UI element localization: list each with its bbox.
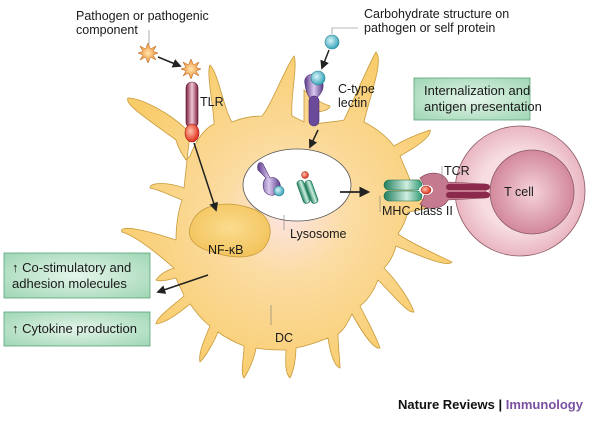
costimulatory-text-line2: adhesion molecules [12,276,127,291]
lysosome-label: Lysosome [290,227,347,241]
credit-separator: | [494,397,506,412]
carbohydrate-bound-icon [310,70,326,86]
c-type-lectin-label-line2: lectin [338,96,367,110]
t-cell-label: T cell [504,185,534,199]
tcr-label: TCR [444,164,470,178]
tlr-label: TLR [200,95,224,109]
carbohydrate-arrow [320,49,330,70]
nfkb-label: NF-κB [208,243,243,257]
pathogen-bound-icon [180,58,202,80]
costimulatory-box [3,252,151,299]
dc-label: DC [275,331,293,345]
nfkb-nucleus [189,203,271,258]
carbohydrate-label-line2: pathogen or self protein [364,21,495,35]
cytokine-text: ↑ Cytokine production [12,321,137,336]
carbohydrate-icon [324,34,340,50]
journal-name: Immunology [505,397,583,412]
internalization-box [413,77,531,121]
pathogen-icon [137,42,159,64]
publisher-name: Nature Reviews [398,397,495,412]
internalized-lectin-icon [257,162,285,197]
tlr-to-nfkb-arrow [193,142,219,212]
cytokine-box [3,311,151,347]
nfkb-to-boxes-arrow [156,274,209,294]
internalization-text-line1: Internalization and [424,83,530,98]
carbohydrate-label-line1: Carbohydrate structure on [364,7,509,21]
internalized-mhc-icon [296,171,319,204]
tlr-domain-icon [184,123,200,143]
internalization-text-line2: antigen presentation [424,99,542,114]
mhc-class-ii-complex [383,179,423,202]
costimulatory-text-line1: ↑ Co-stimulatory and [12,260,131,275]
tlr-receptor [185,81,199,129]
pathogen-label-line2: component [76,23,138,37]
carbohydrate-leader [331,27,358,34]
c-type-lectin-label-line1: C-type [338,82,375,96]
pathogen-arrow [157,56,182,68]
journal-credit: Nature Reviews | Immunology [398,397,583,412]
lectin-to-lysosome-arrow [308,129,319,149]
t-cell-inner [489,149,575,235]
pathogen-label-line1: Pathogen or pathogenic [76,9,209,23]
mhc-class-ii-label: MHC class II [382,204,453,218]
tcr-complex [419,172,490,209]
